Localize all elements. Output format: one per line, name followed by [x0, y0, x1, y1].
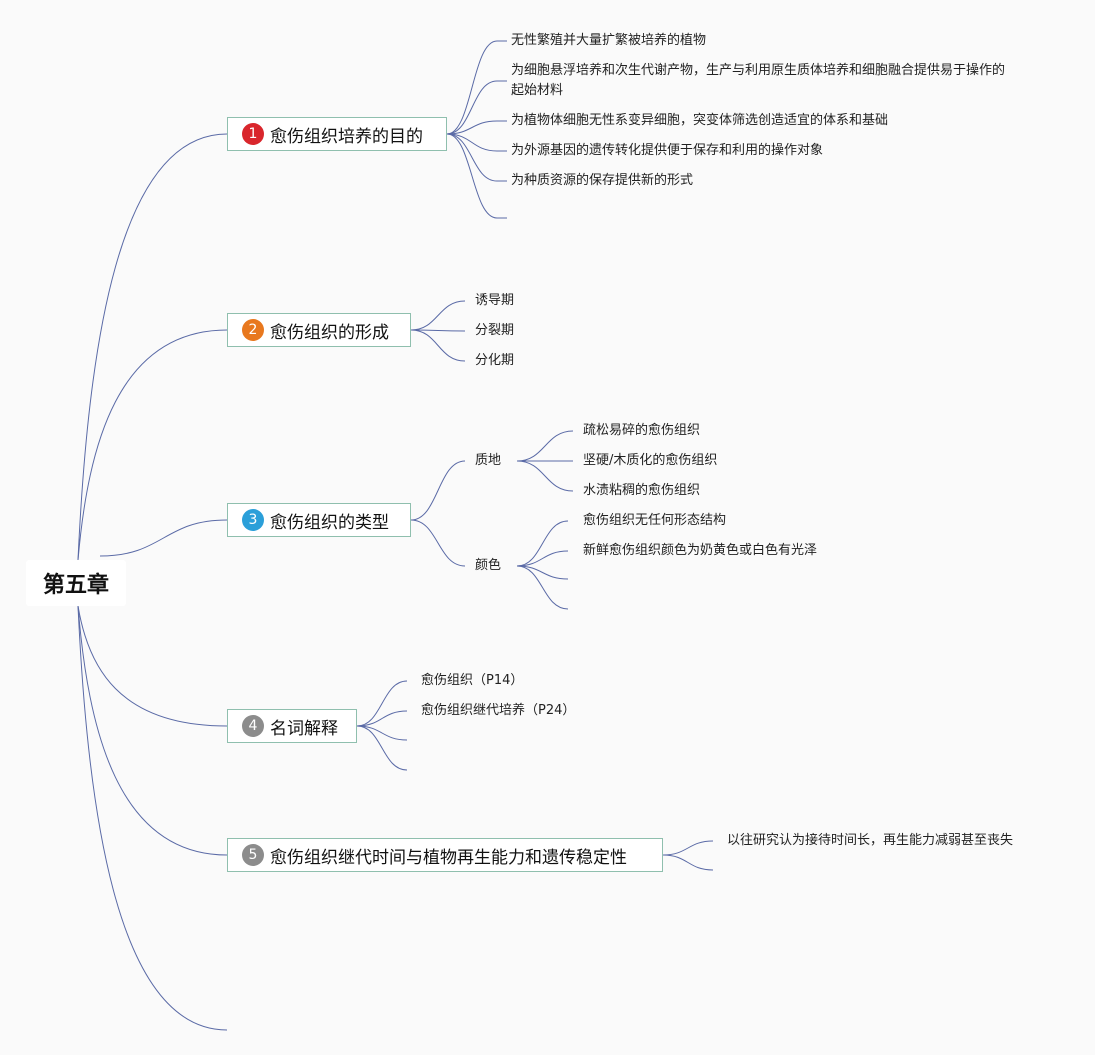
edge-purpose-3	[446, 120, 498, 135]
edge-root-topic-2	[77, 329, 228, 561]
leaf-color-1[interactable]: 愈伤组织无任何形态结构	[583, 513, 727, 528]
number-badge-3: 3	[242, 509, 264, 531]
leaf-purpose-3[interactable]: 为植物体细胞无性系变异细胞，突变体筛选创造适宜的体系和基础	[511, 113, 889, 128]
edge-purpose-2	[446, 80, 498, 135]
leaf-terms-1[interactable]: 愈伤组织（P14）	[421, 673, 524, 688]
edge-color-1	[516, 520, 569, 567]
edge-subculture-1	[662, 840, 714, 856]
edge-terms-4	[356, 725, 408, 771]
edge-purpose-5	[446, 133, 498, 182]
leaf-texture-1[interactable]: 疏松易碎的愈伤组织	[583, 423, 701, 438]
edge-terms-2	[356, 710, 408, 727]
number-badge-1: 1	[242, 123, 264, 145]
leaf-formation-3[interactable]: 分化期	[475, 353, 515, 368]
leaf-subculture-1[interactable]: 以往研究认为接待时间长，再生能力减弱甚至丧失	[727, 833, 1014, 848]
edge-formation-2	[410, 329, 466, 332]
leaf-purpose-5[interactable]: 为种质资源的保存提供新的形式	[511, 173, 694, 188]
edge-color-2	[516, 550, 569, 567]
number-badge-5: 5	[242, 844, 264, 866]
edge-root-topic-4	[77, 605, 228, 727]
topic-types[interactable]: 3 愈伤组织的类型	[227, 503, 411, 537]
topic-subculture-time[interactable]: 5 愈伤组织继代时间与植物再生能力和遗传稳定性	[227, 838, 663, 872]
edge-types-texture	[410, 460, 466, 521]
leaf-texture-3[interactable]: 水渍粘稠的愈伤组织	[583, 483, 701, 498]
topic-terms[interactable]: 4 名词解释	[227, 709, 357, 743]
edge-root-extra	[77, 605, 228, 1031]
edge-purpose-1	[446, 40, 498, 135]
edge-terms-3	[356, 725, 408, 741]
topic-formation[interactable]: 2 愈伤组织的形成	[227, 313, 411, 347]
leaf-terms-2[interactable]: 愈伤组织继代培养（P24）	[421, 703, 576, 718]
number-badge-2: 2	[242, 319, 264, 341]
edge-formation-1	[410, 300, 466, 331]
leaf-purpose-4[interactable]: 为外源基因的遗传转化提供便于保存和利用的操作对象	[511, 143, 824, 158]
topic-purpose[interactable]: 1 愈伤组织培养的目的	[227, 117, 447, 151]
topic-label: 愈伤组织的形成	[270, 322, 389, 343]
topic-label: 愈伤组织的类型	[270, 512, 389, 533]
edge-formation-3	[410, 329, 466, 362]
leaf-texture-2[interactable]: 坚硬/木质化的愈伤组织	[583, 453, 718, 468]
subtopic-texture[interactable]: 质地	[475, 453, 502, 468]
edge-texture-1	[516, 430, 574, 462]
topic-label: 愈伤组织继代时间与植物再生能力和遗传稳定性	[270, 847, 627, 868]
subtopic-color[interactable]: 颜色	[475, 558, 502, 573]
leaf-purpose-1[interactable]: 无性繁殖并大量扩繁被培养的植物	[511, 33, 707, 48]
edge-root-topic-3	[99, 519, 228, 557]
leaf-color-2[interactable]: 新鲜愈伤组织颜色为奶黄色或白色有光泽	[583, 543, 818, 558]
root-topic[interactable]: 第五章	[26, 560, 126, 606]
number-badge-4: 4	[242, 715, 264, 737]
root-label: 第五章	[42, 573, 109, 598]
topic-label: 愈伤组织培养的目的	[270, 126, 423, 147]
edge-color-4	[516, 565, 569, 610]
edge-subculture-2	[662, 854, 714, 871]
edge-root-topic-1	[77, 133, 228, 561]
edge-texture-3	[516, 460, 574, 492]
edge-purpose-6	[446, 133, 498, 219]
edge-types-color	[410, 519, 466, 567]
topic-label: 名词解释	[270, 718, 338, 739]
leaf-formation-1[interactable]: 诱导期	[475, 293, 515, 308]
leaf-formation-2[interactable]: 分裂期	[475, 323, 515, 338]
edge-root-topic-5	[77, 605, 228, 856]
edge-purpose-4	[446, 133, 498, 152]
edge-terms-1	[356, 680, 408, 727]
leaf-purpose-2[interactable]: 为细胞悬浮培养和次生代谢产物，生产与利用原生质体培养和细胞融合提供易于操作的起始…	[511, 63, 1006, 98]
